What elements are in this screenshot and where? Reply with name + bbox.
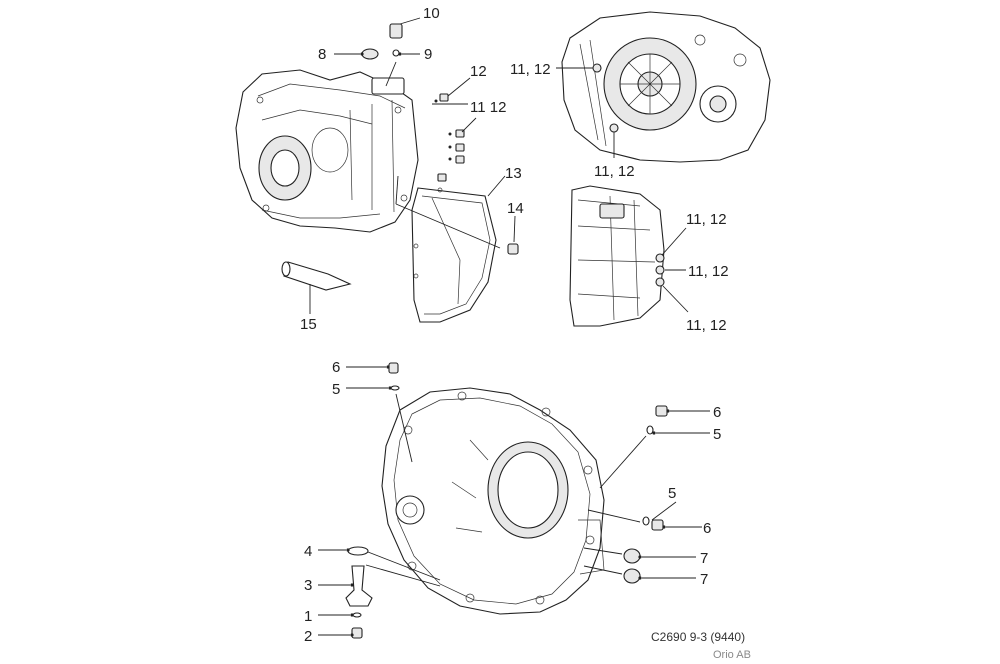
washer-5-upper-left	[390, 385, 400, 391]
callout-7-upper: 7	[700, 550, 708, 567]
callout-3: 3	[304, 577, 312, 594]
callout-labels: 10 8 9 12 11 12 13 14 15 11, 12 11, 12 1…	[300, 5, 729, 645]
leader-lines-bottom	[318, 365, 710, 637]
callout-4: 4	[304, 543, 312, 560]
washer-5-right-upper	[646, 425, 654, 435]
sealant-tube-15	[281, 261, 352, 291]
callout-8: 8	[318, 46, 326, 63]
plug-10	[389, 23, 403, 39]
callout-9: 9	[424, 46, 432, 63]
dipstick-tube-3	[345, 565, 373, 607]
callout-11-12-middle-right-3: 11, 12	[686, 317, 727, 334]
o-ring-4	[347, 546, 369, 556]
callout-13: 13	[505, 165, 522, 182]
plug-7-upper	[623, 548, 641, 564]
callout-5-right-upper: 5	[713, 426, 721, 443]
callout-15: 15	[300, 316, 317, 333]
callout-5-right-lower: 5	[668, 485, 676, 502]
callout-6-upper-left: 6	[332, 359, 340, 376]
transmission-housing-left	[235, 69, 419, 233]
oil-pan	[411, 187, 497, 323]
callout-6-right-upper: 6	[713, 404, 721, 421]
callout-11-12-top-right-2: 11, 12	[594, 163, 635, 180]
callout-11-12-middle-right-1: 11, 12	[686, 211, 727, 228]
callout-11-12-middle-right-2: 11, 12	[688, 263, 729, 280]
bolt-6-upper-left	[388, 362, 399, 374]
caption: C2690 9-3 (9440) Orio AB	[651, 630, 751, 661]
washer-1	[352, 612, 362, 618]
leader-lines-top-right	[556, 67, 615, 158]
callout-6-right-lower: 6	[703, 520, 711, 537]
callout-5-upper-left: 5	[332, 381, 340, 398]
company-credit: Orio AB	[713, 649, 751, 661]
callout-7-lower: 7	[700, 571, 708, 588]
leader-lines-top-left	[309, 17, 516, 314]
transmission-side-view	[569, 185, 665, 327]
callout-10: 10	[423, 5, 440, 22]
washer-5-right-lower	[642, 516, 650, 526]
seal-ring-8	[361, 48, 379, 60]
callout-11-12-top-right-1: 11, 12	[510, 61, 551, 78]
callout-2: 2	[304, 628, 312, 645]
bolt-6-right-lower	[651, 519, 664, 531]
leader-lines-middle-right	[661, 227, 689, 313]
bolt-6-right-upper	[655, 405, 668, 417]
small-screws-11-12	[434, 93, 465, 182]
diagram-code: C2690 9-3 (9440)	[651, 630, 745, 644]
callout-11-12-left: 11 12	[470, 99, 506, 116]
clutch-housing	[381, 387, 605, 615]
plug-7-lower	[623, 568, 641, 584]
washer-9	[392, 49, 400, 57]
drain-plug-14	[507, 243, 519, 255]
screw-2	[351, 627, 363, 639]
transmission-front-view	[561, 11, 771, 163]
callout-1: 1	[304, 608, 312, 625]
callout-14: 14	[507, 200, 524, 217]
callout-12: 12	[470, 63, 487, 80]
